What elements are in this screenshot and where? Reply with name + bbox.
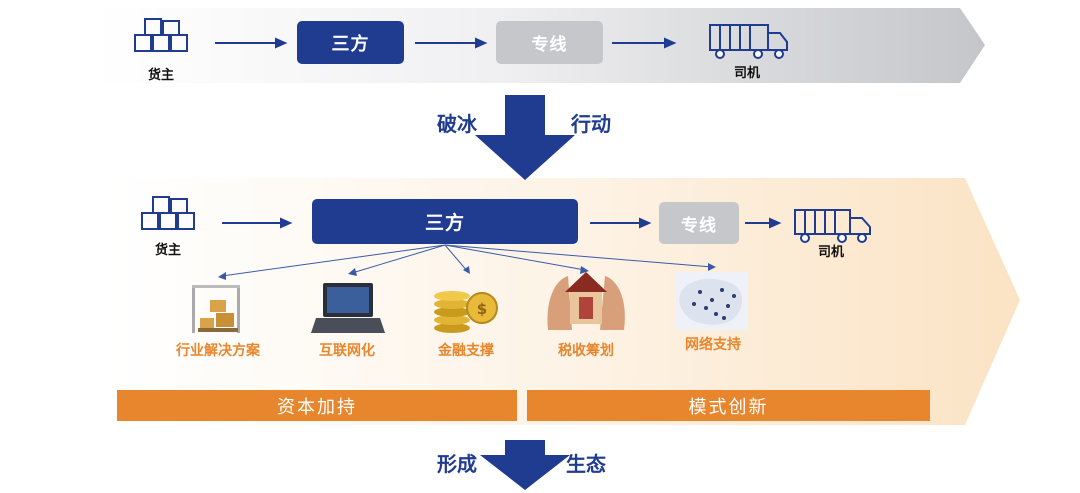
bottom-truck-icon — [794, 209, 871, 243]
top-shipper-label: 货主 — [147, 68, 174, 83]
tax-house-icon — [547, 272, 625, 330]
transition-left-text: 破冰 — [437, 112, 477, 136]
transition-down-arrow — [475, 95, 575, 180]
service-label-tax-planning: 税收筹划 — [558, 343, 614, 359]
bottom-shipper-cubes-icon — [141, 196, 195, 230]
footer-down-arrow — [480, 440, 570, 490]
top-third-party-box: 三方 — [297, 21, 404, 64]
warehouse-boxes-icon — [192, 285, 240, 333]
top-truck-icon — [709, 24, 788, 59]
service-label-industry-solutions: 行业解决方案 — [176, 343, 260, 359]
network-map-icon — [676, 272, 748, 330]
footer-right-text: 生态 — [566, 452, 606, 476]
top-driver-label: 司机 — [733, 66, 760, 81]
capital-banner: 资本加持 — [117, 390, 517, 421]
service-label-financial-support: 金融支撑 — [438, 343, 494, 359]
bottom-third-party-box: 三方 — [312, 199, 578, 244]
top-dedicated-line-box: 专线 — [496, 21, 603, 64]
transition-right-text: 行动 — [571, 112, 611, 136]
laptop-icon — [311, 283, 385, 333]
gold-coins-icon: $ — [434, 291, 498, 333]
bottom-driver-label: 司机 — [817, 245, 844, 260]
svg-text:$: $ — [477, 300, 487, 318]
service-label-internetization: 互联网化 — [319, 343, 375, 359]
service-label-network-support: 网络支持 — [685, 337, 741, 353]
model-innovation-banner: 模式创新 — [527, 390, 930, 421]
top-shipper-cubes-icon — [134, 18, 188, 52]
footer-left-text: 形成 — [437, 452, 477, 476]
bottom-shipper-label: 货主 — [154, 243, 181, 258]
bottom-dedicated-line-box: 专线 — [659, 202, 739, 244]
